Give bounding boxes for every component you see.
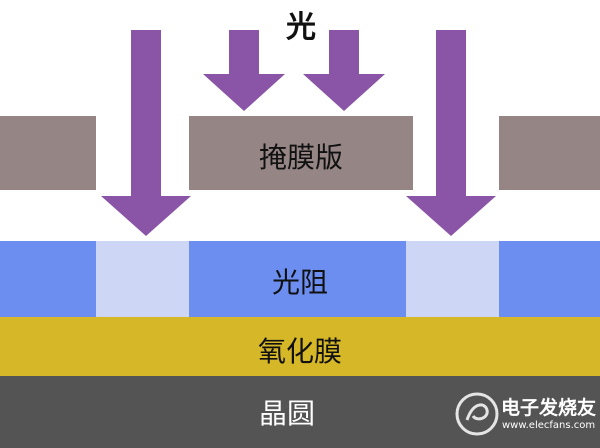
watermark-url: www.elecfans.com: [502, 420, 596, 431]
wafer-layer: 晶圆: [0, 376, 600, 448]
mask-plate-right: [499, 116, 600, 190]
mask-label: 掩膜版: [258, 141, 343, 174]
mask-plate-left: [0, 116, 96, 190]
short-arrow-left: [203, 30, 285, 111]
long-arrow-right: [406, 30, 496, 236]
wafer-label: 晶圆: [258, 397, 315, 430]
short-arrow-right: [303, 30, 385, 111]
exposed-resist-region-left: [96, 241, 189, 317]
photoresist-label: 光阻: [271, 266, 328, 299]
oxide-label: 氧化膜: [257, 335, 342, 368]
mask-plate-center: 掩膜版: [189, 116, 413, 190]
long-arrow-left: [101, 30, 191, 236]
exposed-resist-region-right: [406, 241, 499, 317]
watermark: 电子发烧友 www.elecfans.com: [455, 390, 600, 448]
photoresist-layer: 光阻: [0, 241, 600, 317]
light-label: 光: [286, 10, 316, 45]
watermark-brand: 电子发烧友: [501, 397, 597, 419]
elecfans-logo-icon: [455, 392, 499, 436]
oxide-layer: 氧化膜: [0, 317, 600, 376]
